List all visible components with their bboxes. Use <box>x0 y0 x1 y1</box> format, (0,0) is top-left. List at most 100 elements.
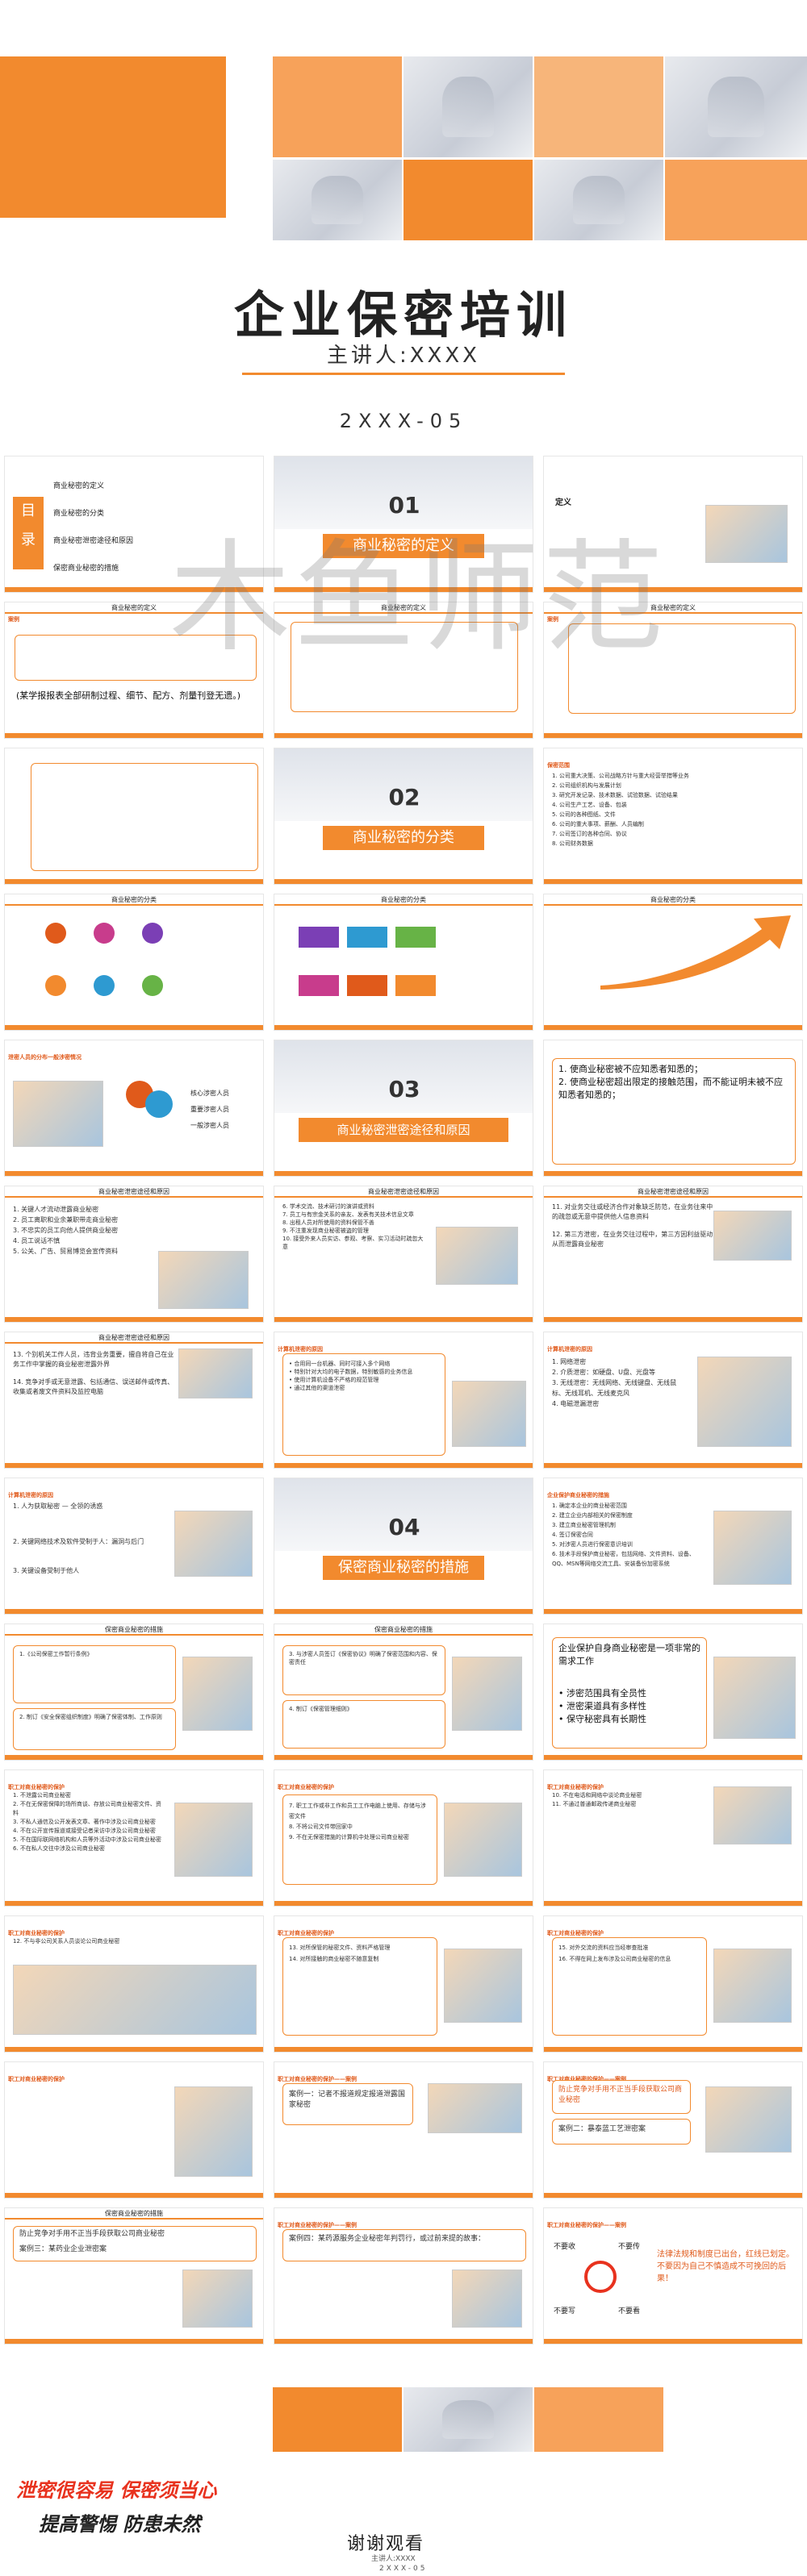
rule-item: 3. 与涉密人员签订《保密协议》明确了保密范围和内容、保密责任 <box>289 1651 437 1665</box>
cause-item: 4. 员工说话不慎 <box>13 1237 61 1244</box>
section-banner <box>274 456 533 529</box>
slide-header: 商业秘密的定义 <box>381 604 426 611</box>
ending-slogan: 泄密很容易 保密须当心 <box>16 2479 217 2502</box>
toc-item[interactable]: 商业秘密的分类 <box>53 510 105 518</box>
rule-box <box>13 1708 176 1750</box>
section-title: 商业秘密泄密途径和原因 <box>299 1118 508 1142</box>
slide-computer-leak: 计算机泄密的原因 • 合用同一台机器、同时可接入多个网络 • 特别针对大均的电子… <box>274 1332 533 1469</box>
staff-item: 4. 不在公开宣传报道或接受记者采访中涉及公司商业秘密 <box>13 1828 156 1834</box>
slide-case-lab-2: 职工对商业秘密的保护——案例 防止竞争对手用不正当手段获取公司商业秘密 案例二：… <box>543 2061 803 2199</box>
slide-header: 商业秘密的定义 <box>111 604 157 611</box>
rule-item: 2. 制订《安全保密组织制度》明确了保密体制、工作原则 <box>19 1714 162 1720</box>
slide-tag: 保密范围 <box>547 762 570 769</box>
cause-list: 1. 关键人才流动泄露商业秘密 2. 员工离职和业余兼职带走商业秘密 3. 不忠… <box>13 1204 150 1257</box>
tech-box <box>282 1353 445 1456</box>
route-label: 核心涉密人员 <box>190 1090 229 1097</box>
growth-arrow-icon <box>600 915 791 990</box>
section-banner <box>274 1040 533 1113</box>
slide-section-03: 03 商业秘密泄密途径和原因 <box>274 1040 533 1177</box>
slide-computer-leak-2: 计算机泄密的原因 1. 网络泄密 2. 介质泄密：如硬盘、U盘、光盘等 3. 无… <box>543 1332 803 1469</box>
slide-tag: 企业保护商业秘密的措施 <box>547 1492 609 1498</box>
tech-list: 1. 网络泄密 2. 介质泄密：如硬盘、U盘、光盘等 3. 无线泄密：无线网络、… <box>552 1357 689 1409</box>
staff-box <box>552 1937 707 2036</box>
class-box <box>299 927 339 948</box>
slide-leak-people: 泄密人员的分布一般涉密情况 核心涉密人员 重要涉密人员 一般涉密人员 <box>4 1040 264 1177</box>
slide-header-bar <box>544 894 802 906</box>
bubble-icon <box>145 1090 173 1118</box>
case-title: 防止竞争对手用不正当手段获取公司商业秘密 <box>558 2086 683 2104</box>
staff-item: 11. 不通过普通邮政传递商业秘密 <box>552 1801 637 1807</box>
slide-footer-bar <box>544 1463 802 1468</box>
slide-footer-bar <box>274 1609 533 1614</box>
cartoon-strip <box>13 1965 257 2035</box>
slide-tag: 案例 <box>8 616 19 623</box>
slide-header: 商业秘密泄密途径和原因 <box>98 1334 169 1341</box>
section-title: 商业秘密的分类 <box>323 826 484 850</box>
staff-item: 13. 对所保管的秘密文件、资料严格管理 <box>289 1945 391 1951</box>
slide-header: 保密商业秘密的措施 <box>105 1626 163 1633</box>
leak-item: 2. 使商业秘密超出限定的接触范围，而不能证明未被不应知悉者知悉的； <box>558 1077 783 1100</box>
cartoon-illustration <box>158 1251 249 1309</box>
toc-item[interactable]: 保密商业秘密的措施 <box>53 565 119 573</box>
staff-item: 12. 不与非公司关系人员谈论公司商业秘密 <box>13 1938 120 1945</box>
threat-item: 1. 人为获取秘密 — 全领的诱惑 <box>13 1503 103 1510</box>
tech-sub-item: • 通过其他的渠道泄密 <box>289 1385 345 1391</box>
case-quote: (某学报报表全部研制过程、细节、配方、剂量刊登无遗。) <box>16 690 241 701</box>
leak-list: 1. 使商业秘密被不应知悉者知悉的； 2. 使商业秘密超出限定的接触范围，而不能… <box>558 1063 784 1102</box>
server-illustration <box>174 1511 253 1577</box>
route-label: 一般涉密人员 <box>190 1122 229 1129</box>
cause-item: 6. 学术交流、技术研讨的演讲或资料 <box>282 1203 374 1210</box>
summary-item: • 保守秘密具有长期性 <box>558 1714 646 1724</box>
cover-photo <box>273 160 402 240</box>
class-item: 3. 研究开发记录、技术数据、试验数据、试验结果 <box>552 792 678 798</box>
slide-footer-bar <box>274 1901 533 1906</box>
slide-footer-bar <box>5 879 263 884</box>
ending-thanks: 谢谢观看 <box>347 2534 425 2554</box>
ending-speaker: 主讲人:XXXX <box>371 2555 416 2563</box>
slide-measure-rules-2: 保密商业秘密的措施 3. 与涉密人员签订《保密协议》明确了保密范围和内容、保密责… <box>274 1624 533 1761</box>
toc-item[interactable]: 商业秘密的定义 <box>53 482 105 490</box>
cover-divider <box>242 373 565 375</box>
slide-warnings: 职工对商业秘密的保护——案例 不要收 不要传 不要写 不要看 法律法规和制度已出… <box>543 2207 803 2345</box>
staff-item: 7. 职工工作或非工作和员工工作电脑上使用、存储与涉密文件 <box>289 1803 426 1819</box>
ending-slogan: 提高警惕 防患未然 <box>39 2513 201 2536</box>
cover-date: 2XXX-05 <box>339 410 468 432</box>
toc-list: 商业秘密的定义 商业秘密的分类 商业秘密泄密途径和原因 保密商业秘密的措施 <box>53 473 255 582</box>
case-title: 案例二：暴泰蓝工艺泄密案 <box>558 2125 646 2133</box>
slide-case-1: 商业秘密的定义 案例 (某学报报表全部研制过程、细节、配方、剂量刊登无遗。) <box>4 602 264 739</box>
warn-item: 不要写 <box>554 2307 576 2315</box>
section-number: 03 <box>388 1076 420 1103</box>
toc-label: 目 <box>21 502 36 519</box>
staff-item: 1. 不泄露公司商业秘密 <box>13 1792 71 1799</box>
slide-footer-bar <box>5 1901 263 1906</box>
measure-item: 5. 对涉密人员进行保密意识培训 <box>552 1541 633 1548</box>
case-box <box>282 2229 526 2261</box>
slide-case-2: 商业秘密的定义 <box>274 602 533 739</box>
document-illustration <box>452 2270 522 2328</box>
slide-header: 商业秘密的分类 <box>111 896 157 903</box>
slide-footer-bar <box>274 2047 533 2052</box>
toc-item[interactable]: 商业秘密泄密途径和原因 <box>53 537 134 545</box>
case-title: 案例三：某药业企业泄密案 <box>19 2245 107 2253</box>
slide-measure-threats: 计算机泄密的原因 1. 人为获取秘密 — 全领的诱惑 2. 关键网络技术及软件受… <box>4 1478 264 1615</box>
cover-orange-block <box>404 160 533 240</box>
slide-tag: 职工对商业秘密的保护——案例 <box>278 2222 357 2228</box>
cause-list: 6. 学术交流、技术研讨的演讲或资料 7. 员工与有宗金关系的亲友、发表有关技术… <box>282 1203 428 1251</box>
slide-tag: 职工对商业秘密的保护——案例 <box>547 2222 626 2228</box>
slide-definition: 定义 <box>543 456 803 593</box>
cartoon-illustration <box>436 1227 518 1285</box>
summary-box <box>552 1637 707 1749</box>
slide-footer-bar <box>544 2193 802 2198</box>
staff-item: 8. 不将公司文件带回家中 <box>289 1824 353 1830</box>
tech-item: 4. 电磁泄漏泄密 <box>552 1400 600 1407</box>
cause-item: 5. 公关、广告、贸易博览会宣传资料 <box>13 1248 119 1255</box>
slide-footer-bar <box>5 1609 263 1614</box>
slide-classification-list: 保密范围 1. 公司重大决策、公司战略方针与重大经营举措等业务 2. 公司组织机… <box>543 748 803 885</box>
slide-leak-causes-3: 商业秘密泄密途径和原因 11. 对业务交往或经济合作对象缺乏防范，在业务往来中的… <box>543 1186 803 1323</box>
cause-item: 12. 第三方泄密，在业务交往过程中，第三方因利益驱动从而泄露商业秘密 <box>552 1231 713 1248</box>
measure-list: 1. 确定本企业的商业秘密范围 2. 建立企业内部相关的保密制度 3. 建立商业… <box>552 1501 697 1569</box>
class-item: 8. 公司财务数据 <box>552 840 593 847</box>
computer-illustration <box>697 1357 792 1447</box>
slide-tag: 职工对商业秘密的保护 <box>547 1784 604 1790</box>
section-number: 01 <box>388 492 420 519</box>
